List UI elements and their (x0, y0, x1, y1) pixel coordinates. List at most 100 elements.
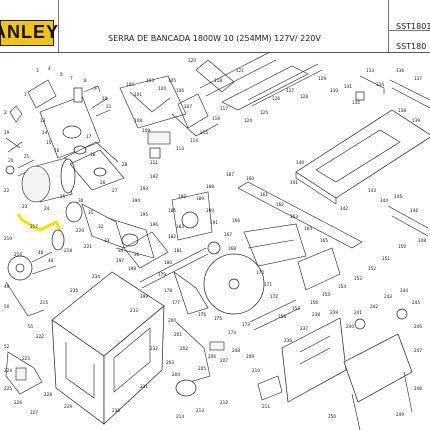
part-number: 234 (92, 274, 100, 279)
diagram-title: SERRA DE BANCADA 1800W 10 (254MM) 127V/ … (108, 34, 321, 43)
part-number: 214 (176, 414, 184, 419)
part-number: 153 (354, 276, 362, 281)
part-table-top (295, 109, 430, 199)
part-number: 223 (22, 356, 30, 361)
part-number: 52 (4, 344, 10, 349)
part-armature (65, 201, 83, 223)
part-cabinet-opening (113, 327, 151, 393)
part-number: 221 (84, 244, 92, 249)
part-number: 3 (36, 68, 39, 73)
part-number: 172 (270, 294, 278, 299)
part-blade-hub (228, 278, 240, 290)
part-number: 109 (142, 128, 150, 133)
part-number: 152 (368, 266, 376, 271)
part-number: 24 (44, 206, 50, 211)
part-number: 132 (352, 100, 360, 105)
part-rail (205, 59, 277, 97)
part-number: 145 (394, 194, 402, 199)
part-number: 180 (164, 260, 172, 265)
part-number: 34 (118, 248, 124, 253)
part-number: 170 (256, 270, 264, 275)
part-spring (129, 91, 171, 113)
part-number: 1 (24, 92, 27, 97)
part-number: 166 (232, 218, 240, 223)
part-number: 178 (164, 288, 172, 293)
highlighted-part (16, 213, 62, 232)
part-number: 154 (338, 284, 346, 289)
part-fence-rail (247, 63, 323, 107)
part-number: 7 (70, 76, 73, 81)
part-link (249, 299, 301, 331)
header-divider (58, 0, 59, 52)
part-number: 201 (174, 332, 182, 337)
part-number: 26 (100, 180, 106, 185)
part-number: 8 (84, 78, 87, 83)
part-number: 205 (198, 366, 206, 371)
part-table-edge (295, 172, 337, 205)
brand-logo: ANLEY (0, 20, 58, 46)
part-number: 196 (150, 222, 158, 227)
part-number: 136 (396, 68, 404, 73)
part-number: 105 (168, 78, 176, 83)
part-clip (83, 85, 101, 93)
part-number: 50 (4, 304, 10, 309)
header-divider (388, 0, 389, 52)
header-divider (388, 30, 430, 31)
part-number: 23 (22, 204, 28, 209)
part-number: 189 (196, 196, 204, 201)
part-number: 124 (244, 118, 252, 123)
part-number: 151 (382, 256, 390, 261)
part-number: 243 (384, 294, 392, 299)
part-number: 216 (14, 252, 22, 257)
part-number: 165 (320, 238, 328, 243)
part-number: 30 (78, 198, 84, 203)
part-number: 229 (64, 404, 72, 409)
part-number: 129 (318, 76, 326, 81)
part-number: 111 (150, 160, 158, 165)
part-number: 195 (140, 212, 148, 217)
part-number: 13 (40, 118, 46, 123)
model-code-bottom: SST180 (396, 42, 427, 51)
part-rip-fence (221, 65, 309, 111)
part-number: 186 (178, 194, 186, 199)
part-number: 225 (4, 386, 12, 391)
part-panel-slot (299, 335, 331, 365)
part-fence-rail-long (237, 181, 363, 249)
part-number: 181 (174, 248, 182, 253)
part-number: 121 (236, 68, 244, 73)
part-number: 144 (380, 198, 388, 203)
part-number: 168 (228, 246, 236, 251)
part-guard-arm (177, 93, 209, 129)
part-number: 100 (126, 82, 134, 87)
part-number: 242 (370, 304, 378, 309)
part-number: 175 (214, 316, 222, 321)
part-rear-panel (281, 317, 347, 403)
parts-drawing: 219 (4, 52, 430, 430)
part-number: 113 (176, 146, 184, 151)
part-shaft (139, 247, 209, 289)
part-nut (149, 147, 161, 159)
part-number: 5 (60, 72, 63, 77)
part-number: 227 (30, 410, 38, 415)
part-number: 171 (264, 282, 272, 287)
part-washer (396, 308, 408, 320)
part-number: 141 (290, 180, 298, 185)
part-number: 247 (414, 348, 422, 353)
part-number: 197 (116, 258, 124, 263)
part-blade-guard (243, 223, 307, 267)
part-number: 158 (278, 314, 286, 319)
part-number: 213 (196, 408, 204, 413)
part-number: 179 (158, 272, 166, 277)
part-lever (171, 113, 219, 137)
part-number: 239 (330, 310, 338, 315)
part-fence-bar (195, 59, 235, 93)
part-number: 117 (220, 106, 228, 111)
part-number: 188 (206, 184, 214, 189)
part-number: 231 (140, 384, 148, 389)
part-number: 206 (208, 354, 216, 359)
part-motor-housing-outline (39, 95, 101, 159)
part-number: 230 (112, 408, 120, 413)
part-number: 177 (172, 300, 180, 305)
part-number: 241 (354, 310, 362, 315)
part-number: 17 (86, 134, 92, 139)
